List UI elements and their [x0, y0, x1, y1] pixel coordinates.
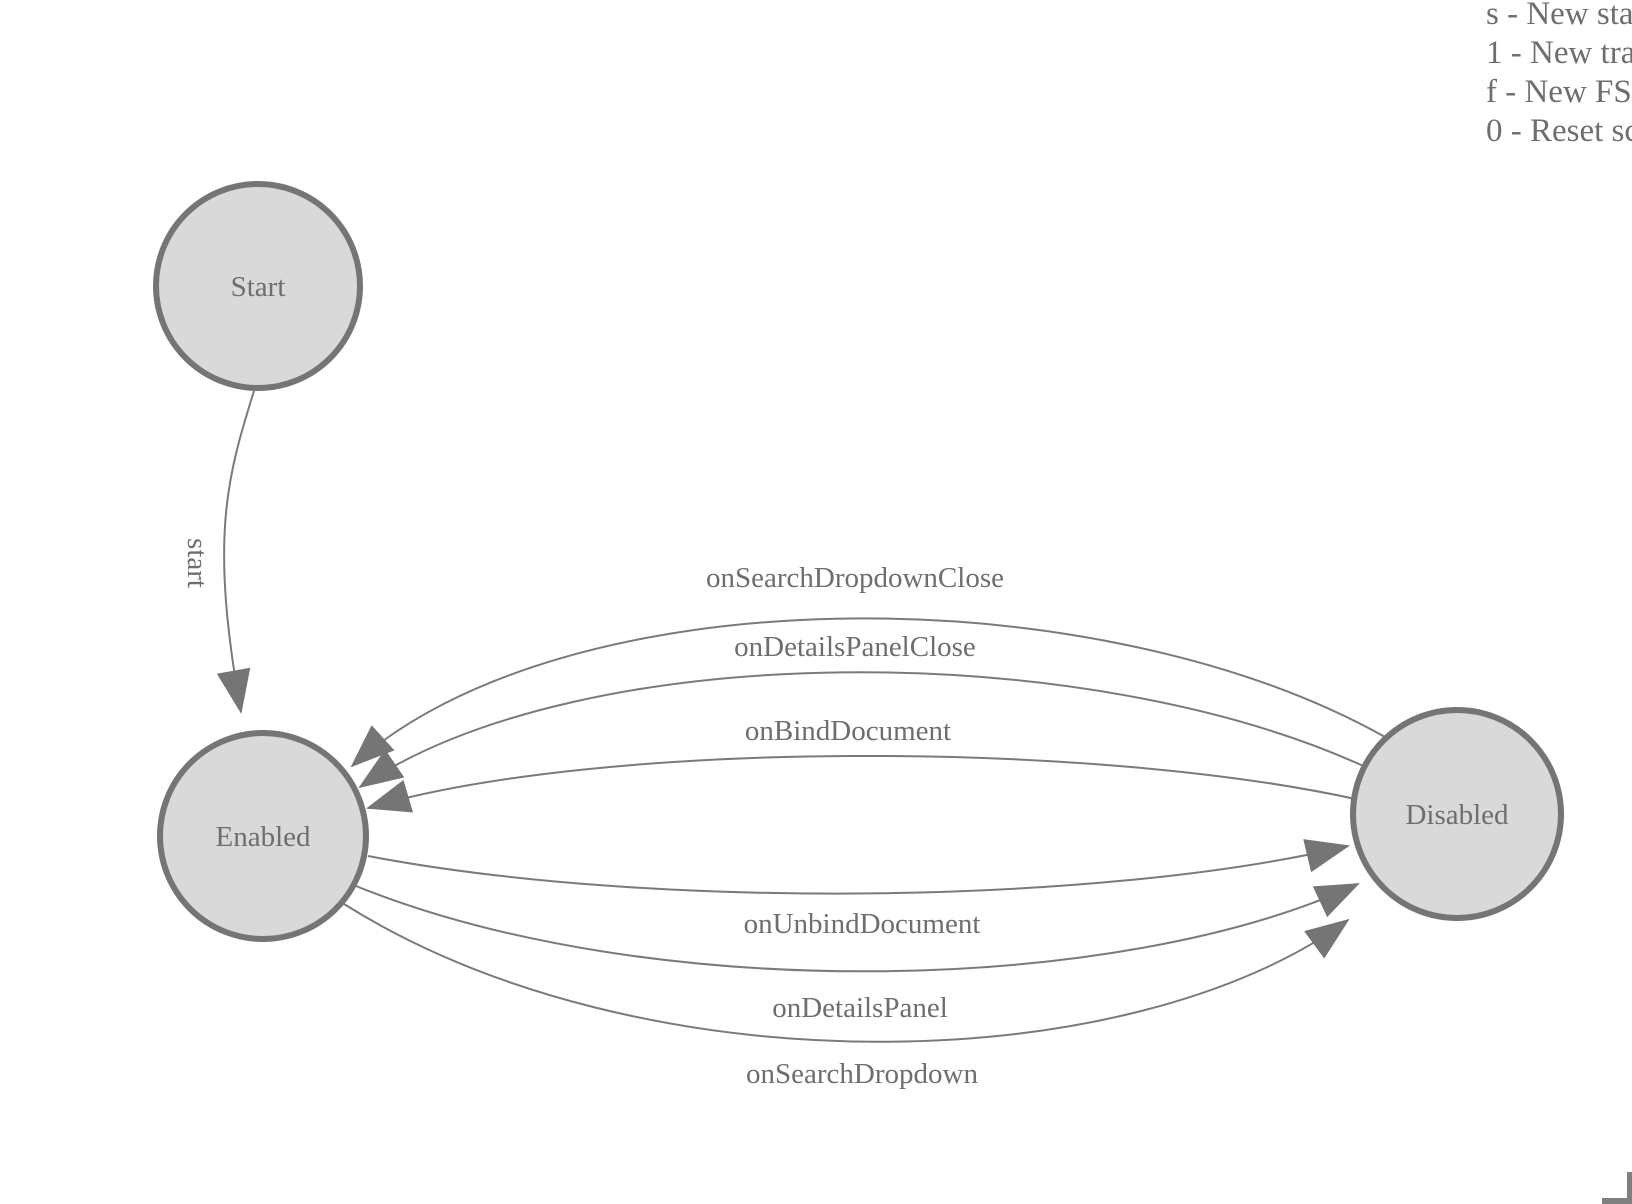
canvas-corner-horizontal-bar[interactable]: [1602, 1198, 1632, 1204]
edge-enabled-to-disabled-ondetailspanel[interactable]: [355, 883, 1360, 973]
state-node-disabled[interactable]: Disabled: [1350, 707, 1564, 921]
edge-enabled-to-disabled-onsearchdropdown[interactable]: [343, 903, 1350, 1043]
edge-label-onbinddocument: onBindDocument: [745, 715, 951, 747]
state-circle-start[interactable]: [153, 181, 363, 391]
edge-enabled-to-disabled-onunbinddocument[interactable]: [367, 839, 1350, 895]
legend-line-reset-scale: 0 - Reset scale: [1486, 113, 1632, 149]
edge-label-ondetailspanel: onDetailsPanel: [772, 992, 948, 1024]
state-label-disabled: Disabled: [1405, 799, 1509, 831]
legend-line-new-transition: 1 - New transition: [1486, 35, 1632, 71]
state-label-start: Start: [231, 271, 286, 303]
edge-label-onsearchdropdownclose: onSearchDropdownClose: [706, 562, 1004, 594]
canvas-corner-vertical-bar[interactable]: [1627, 1172, 1632, 1204]
state-label-enabled: Enabled: [215, 821, 311, 853]
state-circle-disabled[interactable]: [1350, 707, 1564, 921]
state-node-enabled[interactable]: Enabled: [157, 730, 369, 942]
edge-label-ondetailspanelclose: onDetailsPanelClose: [734, 631, 976, 663]
state-circle-enabled[interactable]: [157, 730, 369, 942]
edge-label-start: start: [181, 538, 213, 588]
state-node-start[interactable]: Start: [153, 181, 363, 391]
edge-start-to-enabled[interactable]: [216, 390, 255, 714]
edge-disabled-to-enabled-onsearchdropdownclose[interactable]: [350, 617, 1386, 768]
edge-label-onsearchdropdown: onSearchDropdown: [746, 1058, 978, 1090]
legend-line-new-fsm: f - New FSM: [1486, 74, 1632, 110]
edge-disabled-to-enabled-ondetailspanelclose[interactable]: [358, 671, 1373, 789]
edge-disabled-to-enabled-onbinddocument[interactable]: [366, 754, 1361, 813]
shortcut-legend: s - New state 1 - New transition f - New…: [1486, 0, 1632, 151]
edge-label-onunbinddocument: onUnbindDocument: [744, 908, 981, 940]
legend-line-new-state: s - New state: [1486, 0, 1632, 32]
